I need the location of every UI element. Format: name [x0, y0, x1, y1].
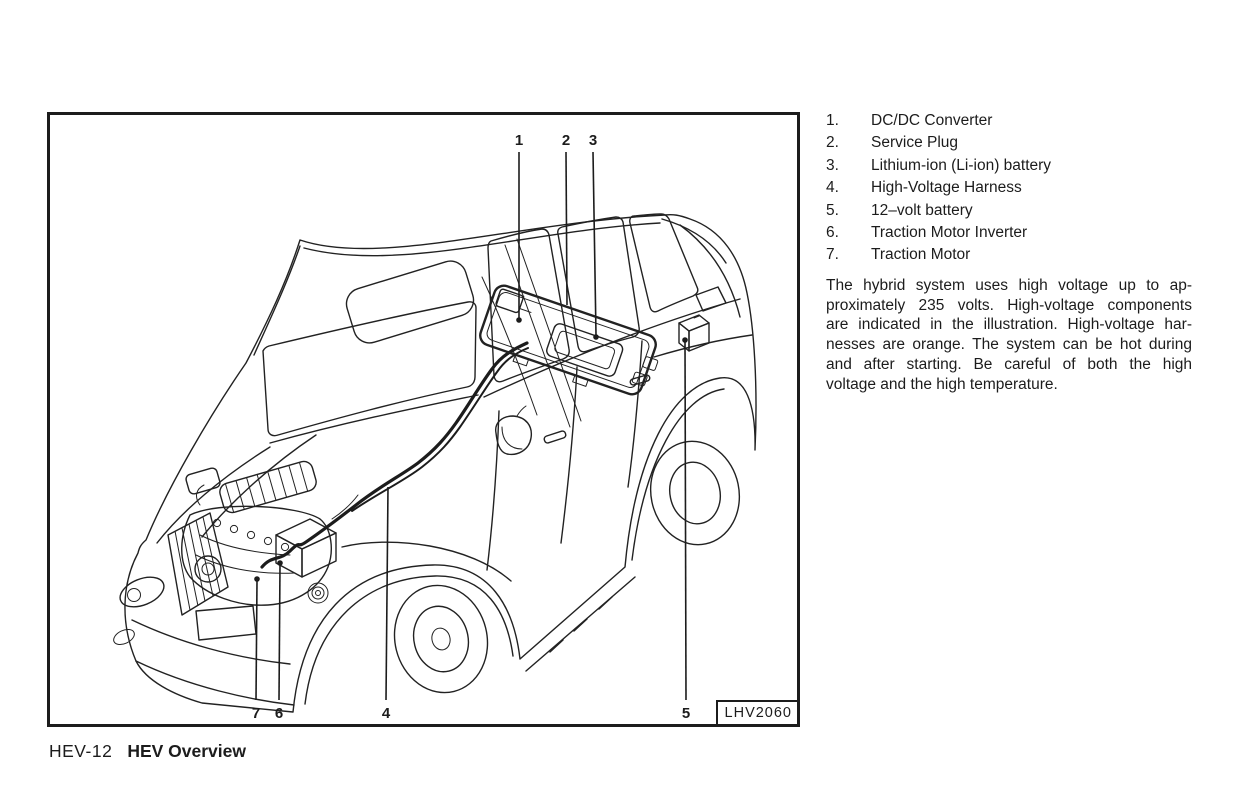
callout-3-line — [592, 151, 597, 336]
legend-item-number: 1. — [826, 112, 839, 129]
legend-item-label: Lithium-ion (Li-ion) battery — [871, 156, 1052, 174]
side-mirror — [495, 415, 533, 456]
callouts: 1 2 3 4 5 6 7 — [252, 132, 690, 722]
air-box — [185, 467, 221, 495]
callout-5-number: 5 — [682, 705, 690, 722]
b-pillar-ghost-lines — [481, 238, 582, 428]
front-wheel — [393, 584, 489, 694]
fog-lamp — [113, 628, 135, 646]
legend-item-6: 6. Traction Motor Inverter — [826, 222, 1192, 244]
rear-quarter-glass — [695, 286, 727, 312]
legend-item-number: 7. — [826, 246, 839, 264]
rear-wheel — [649, 440, 741, 546]
legend-item-label: Traction Motor Inverter — [871, 224, 1028, 242]
description-line: The hybrid system uses high voltage up t… — [826, 276, 1192, 294]
engine-assembly — [181, 460, 359, 606]
greenhouse-windows — [262, 213, 727, 456]
legend-item-number: 2. — [826, 134, 839, 152]
legend-item-label: DC/DC Converter — [871, 112, 993, 129]
legend-item-number: 3. — [826, 156, 839, 174]
callout-7-line — [255, 580, 258, 701]
description-line: voltage and the high temperature. — [826, 375, 1058, 393]
legend-item-label: Service Plug — [871, 134, 959, 152]
battery-module — [546, 323, 624, 377]
legend-item-7: 7. Traction Motor — [826, 244, 1192, 266]
front-fascia — [113, 512, 295, 706]
description-paragraph: The hybrid system uses high voltage up t… — [826, 276, 1192, 395]
high-voltage-harness — [260, 341, 529, 569]
aux-12v-battery — [678, 314, 710, 352]
legend-item-number: 4. — [826, 179, 839, 197]
callout-4-number: 4 — [382, 705, 391, 722]
callout-2-number: 2 — [562, 132, 570, 149]
license-plate — [195, 605, 257, 641]
sunroof — [345, 260, 475, 344]
legend-item-label: High-Voltage Harness — [871, 179, 1022, 197]
description-line: are indicated in the illustration. High-… — [826, 316, 1192, 334]
callout-2-line — [565, 151, 568, 306]
callout-6-number: 6 — [275, 705, 283, 722]
legend-item-number: 5. — [826, 201, 839, 219]
callout-1-number: 1 — [515, 132, 523, 149]
legend-item-2: 2. Service Plug — [826, 132, 1192, 154]
legend-item-number: 6. — [826, 224, 839, 242]
rear-door-window — [557, 216, 640, 353]
figure-code: LHV2060 — [715, 700, 797, 724]
description-line: and after starting. Be careful of both t… — [826, 356, 1192, 374]
callout-3-number: 3 — [589, 132, 597, 149]
figure-frame: 1 2 3 4 5 6 7 LHV2060 — [47, 112, 800, 727]
legend-item-3: 3. Lithium-ion (Li-ion) battery — [826, 155, 1192, 177]
pulley — [194, 555, 222, 583]
ignition-coils — [212, 518, 290, 552]
vehicle-diagram: 1 2 3 4 5 6 7 — [113, 132, 757, 722]
front-door-window — [487, 228, 570, 383]
legend-item-5: 5. 12–volt battery — [826, 200, 1192, 222]
description-line: nesses are orange. The system can be hot… — [826, 336, 1192, 354]
callout-6-line — [278, 564, 281, 701]
legend-item-label: Traction Motor — [871, 246, 971, 264]
legend-item-1: 1. DC/DC Converter — [826, 110, 1192, 132]
legend: 1. DC/DC Converter 2. Service Plug 3. Li… — [826, 110, 1192, 395]
front-door-handle — [543, 430, 567, 444]
transaxle-ribs — [307, 582, 329, 604]
legend-item-label: 12–volt battery — [871, 201, 973, 219]
intake-plenum — [219, 460, 317, 514]
callout-7-number: 7 — [252, 705, 260, 722]
wheels — [304, 388, 741, 705]
windshield — [262, 301, 477, 437]
page-code: HEV-12 — [49, 741, 113, 761]
quarter-window — [629, 213, 699, 313]
rear-wheel-arch — [631, 388, 725, 561]
description-line: proximately 235 volts. High-voltage comp… — [826, 296, 1192, 314]
page-footer: HEV-12 HEV Overview — [49, 740, 246, 762]
headlamp — [119, 576, 165, 608]
legend-item-4: 4. High-Voltage Harness — [826, 177, 1192, 199]
front-wheel-arch — [304, 575, 514, 705]
traction-motor-inverter — [275, 518, 337, 578]
section-title: HEV Overview — [127, 741, 246, 761]
callout-5-line — [684, 341, 687, 701]
callout-4-line — [385, 486, 389, 701]
engine-block — [181, 505, 332, 606]
